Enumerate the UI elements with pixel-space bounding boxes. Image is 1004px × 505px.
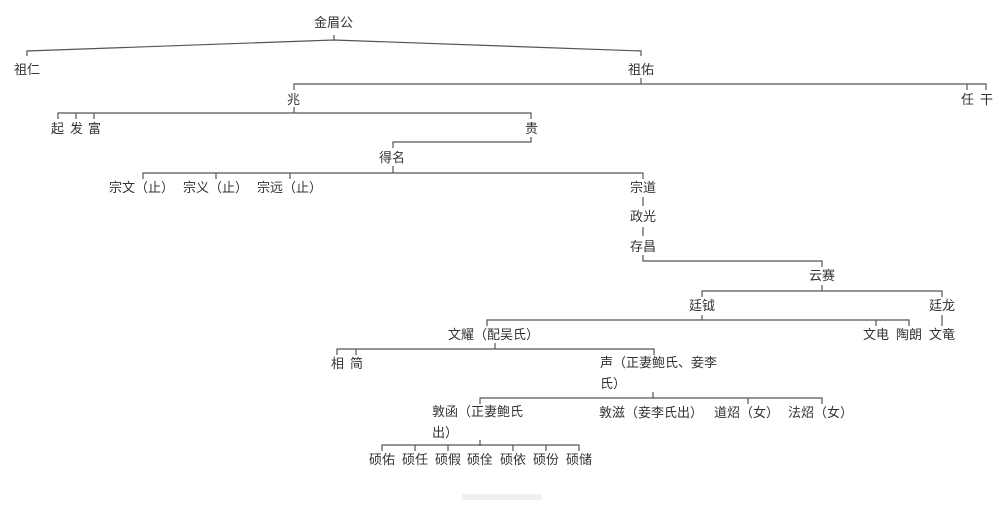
node-daozhao: 道炤（女） (714, 406, 780, 421)
node-zongdao: 宗道 (630, 181, 657, 196)
node-zongwen: 宗文（止） (109, 181, 175, 196)
node-zongyi: 宗义（止） (183, 181, 249, 196)
node-ren: 任 (961, 93, 975, 108)
node-shuochu: 硕储 (566, 453, 593, 468)
node-jinmeigong: 金眉公 (314, 16, 354, 31)
node-shuoxia: 硕假 (435, 453, 462, 468)
node-zhao: 兆 (287, 93, 301, 108)
node-shuofen: 硕份 (533, 453, 560, 468)
node-yunsai: 云赛 (809, 269, 836, 284)
node-qi: 起 (51, 122, 65, 137)
node-shuoquan: 硕佺 (467, 453, 494, 468)
node-wendian: 文电 (863, 328, 890, 343)
node-wenyao: 文耀（配吴氏） (448, 328, 540, 343)
node-shuoyou: 硕佑 (369, 453, 396, 468)
node-cunchang: 存昌 (630, 240, 657, 255)
node-fa: 发 (70, 122, 84, 137)
node-gan: 干 (980, 93, 994, 108)
node-sheng: 声（正妻鲍氏、妾李氏） (600, 356, 718, 392)
node-taolang: 陶朗 (896, 328, 923, 343)
node-jian: 简 (350, 357, 364, 372)
node-dunzi: 敦滋（妾李氏出） (599, 406, 704, 421)
node-tinglong: 廷龙 (929, 299, 956, 314)
node-zongyuan: 宗远（止） (257, 181, 323, 196)
node-wenyan: 文竜 (929, 328, 956, 343)
node-fazhao: 法炤（女） (788, 406, 854, 421)
node-shuoren: 硕任 (402, 453, 429, 468)
node-zhengguang: 政光 (630, 210, 657, 225)
node-fu: 富 (88, 122, 102, 137)
watermark (462, 494, 542, 500)
node-shuoyi: 硕依 (500, 453, 527, 468)
node-deming: 得名 (379, 151, 406, 166)
node-gui: 贵 (525, 122, 539, 137)
node-zuyou: 祖佑 (628, 63, 655, 78)
node-dunhan: 敦函（正妻鲍氏出） (432, 405, 524, 441)
node-xiang: 相 (331, 357, 345, 372)
node-tingyue: 廷钺 (689, 299, 716, 314)
node-zuren: 祖仁 (14, 63, 41, 78)
